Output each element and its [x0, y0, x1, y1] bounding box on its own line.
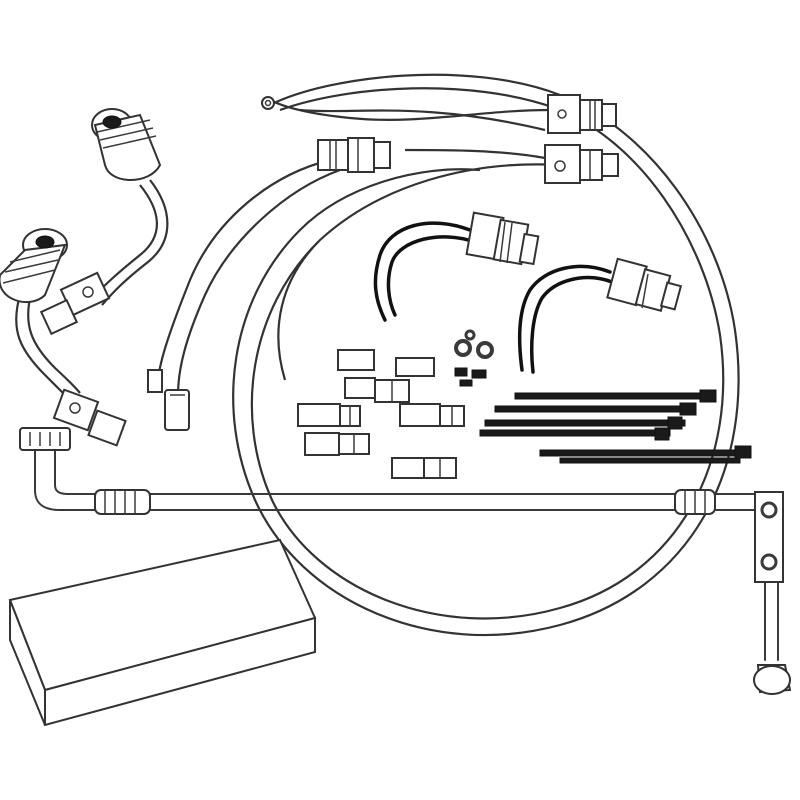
ring-terminal	[261, 96, 275, 110]
refrigerant-hose	[19, 427, 792, 695]
relay-pigtail-right	[517, 257, 683, 374]
harness-connector-top-right	[547, 94, 617, 134]
pressure-switch-lower	[0, 228, 127, 447]
relay-pigtail-left	[373, 211, 540, 322]
harness-connector-right	[544, 144, 619, 184]
wire-harness	[156, 73, 740, 637]
wire-lead-connector	[164, 389, 190, 431]
harness-connector-middle	[317, 137, 391, 173]
kit-box	[8, 538, 317, 727]
wire-lead-terminal-left	[147, 369, 163, 393]
pressure-switch-upper	[39, 108, 169, 336]
cable-ties	[479, 389, 752, 464]
splice-connectors	[297, 349, 465, 479]
o-rings	[454, 329, 494, 387]
